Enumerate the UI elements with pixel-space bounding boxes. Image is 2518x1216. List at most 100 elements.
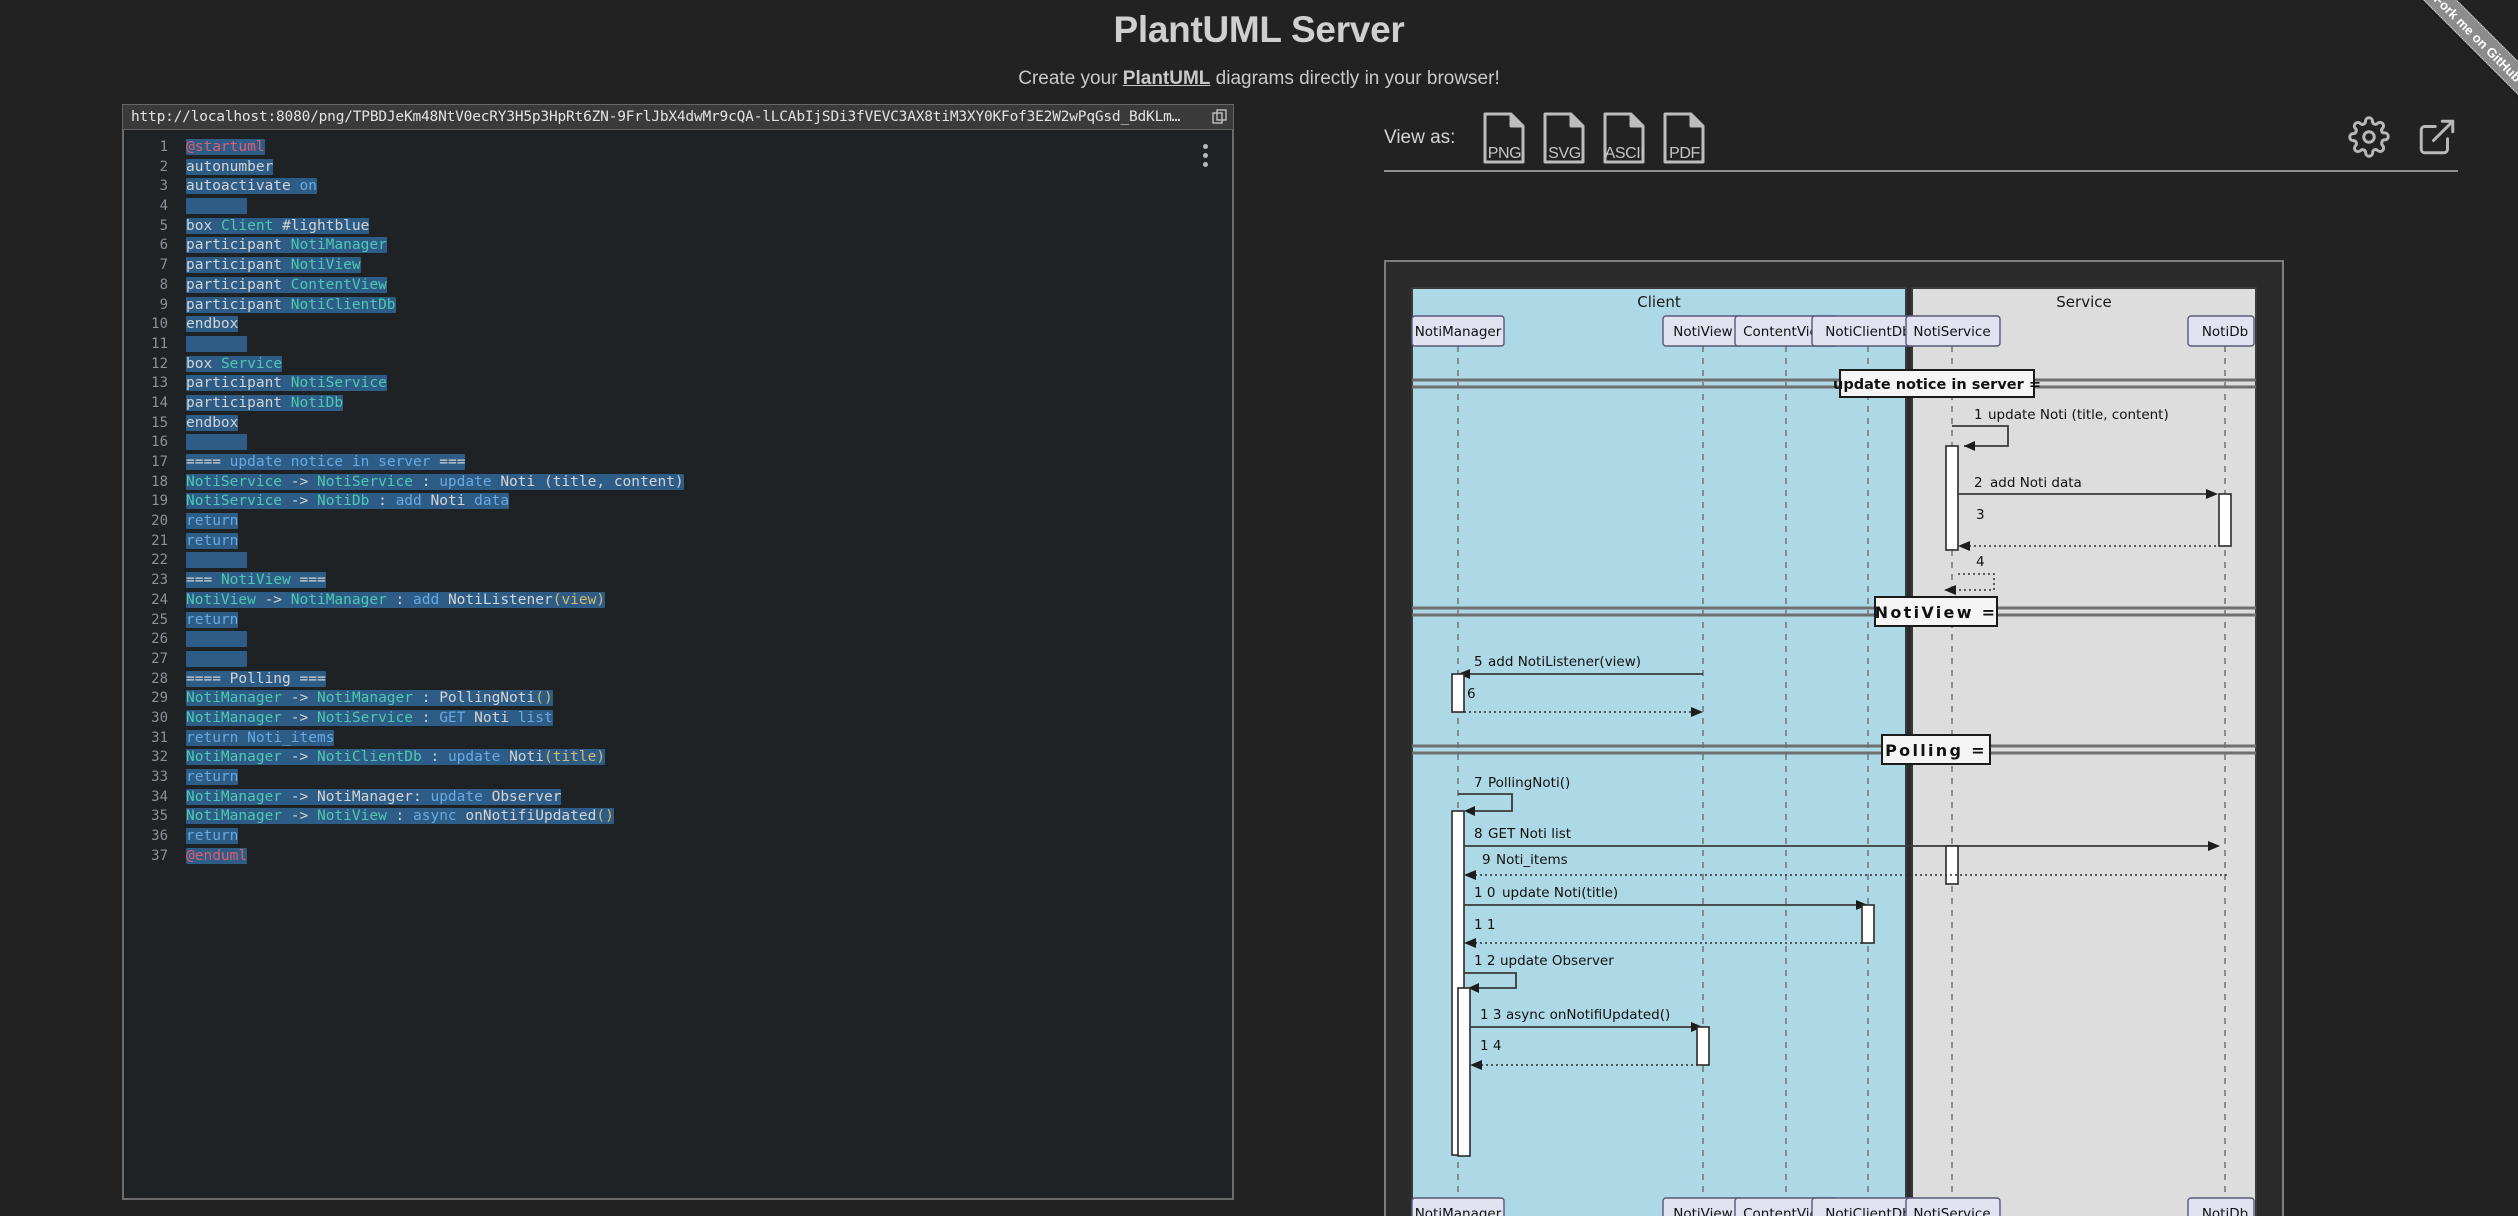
- gear-icon[interactable]: [2348, 116, 2390, 158]
- divider-polling: Polling =: [1412, 734, 2256, 765]
- message-num-3: 3: [1976, 507, 1985, 523]
- line-number: 1: [159, 139, 168, 155]
- line-number: 2: [159, 158, 168, 175]
- page-subtitle: Create your PlantUML diagrams directly i…: [0, 68, 2518, 90]
- code-line[interactable]: NotiManager -> NotiClientDb : update Not…: [186, 749, 606, 766]
- participant-foot-notidb[interactable]: [2187, 1197, 2255, 1216]
- code-line[interactable]: autonumber: [186, 158, 274, 175]
- code-text-area[interactable]: @startuml autonumber autoactivate on box C…: [178, 130, 1232, 1198]
- message-label-1: update Noti (title, content): [1988, 407, 2169, 423]
- participant-headers: NotiManager NotiView ContentView NotiCli…: [1411, 315, 2255, 347]
- fork-me-on-github-ribbon[interactable]: Fork me on GitHub: [2400, 0, 2518, 118]
- section-notiview: 5 add NotiListener(view) 6: [1451, 654, 1703, 717]
- code-line[interactable]: participant NotiView: [186, 257, 361, 274]
- page-header: PlantUML Server Create your PlantUML dia…: [0, 0, 2518, 118]
- code-line[interactable]: autoactivate on: [186, 178, 317, 195]
- code-line[interactable]: [186, 433, 1232, 453]
- participant-foot-label-notimanager: NotiManager: [1415, 1206, 1502, 1216]
- diagram-url-bar[interactable]: http://localhost:8080/png/TPBDJeKm48NtV0…: [122, 104, 1234, 130]
- code-line[interactable]: participant NotiClientDb: [186, 296, 396, 313]
- file-pdf-icon: [1663, 112, 1705, 164]
- activation-notiservice-1: [1945, 445, 1959, 551]
- line-number: 34: [151, 788, 168, 805]
- message-num-10: 1 0: [1474, 885, 1495, 901]
- format-button-png[interactable]: PNG: [1477, 110, 1531, 166]
- code-line[interactable]: @startuml: [186, 139, 265, 155]
- line-number: 20: [151, 513, 168, 530]
- participant-head-notiservice[interactable]: [1905, 315, 2001, 347]
- code-line[interactable]: NotiView -> NotiManager : add NotiListen…: [186, 591, 606, 608]
- line-number: 36: [151, 828, 168, 845]
- code-line[interactable]: NotiManager -> NotiService : GET Noti li…: [186, 709, 553, 726]
- code-line[interactable]: NotiManager -> NotiView : async onNotifi…: [186, 808, 614, 825]
- participant-head-notidb[interactable]: [2187, 315, 2255, 347]
- participant-footers: NotiManager NotiView ContentView NotiCli…: [1411, 1197, 2255, 1216]
- code-line[interactable]: [186, 551, 1232, 571]
- code-line[interactable]: [186, 630, 1232, 650]
- code-line[interactable]: return: [186, 611, 239, 628]
- divider-label-1: update notice in server =: [1833, 377, 2041, 393]
- code-line[interactable]: @enduml: [186, 847, 248, 864]
- code-line[interactable]: return Noti_items: [186, 729, 335, 746]
- divider-label-3: Polling =: [1885, 741, 1987, 760]
- message-num-9: 9: [1482, 852, 1491, 868]
- line-number: 26: [151, 631, 168, 648]
- participant-foot-label-notiview: NotiView: [1673, 1206, 1732, 1216]
- code-line[interactable]: NotiManager -> NotiManager : PollingNoti…: [186, 690, 553, 707]
- editor-pane: http://localhost:8080/png/TPBDJeKm48NtV0…: [122, 104, 1234, 1216]
- view-as-label: View as:: [1384, 127, 1456, 148]
- box-label-client: Client: [1637, 293, 1681, 311]
- code-line[interactable]: [186, 650, 1232, 670]
- kebab-menu-icon[interactable]: [1203, 144, 1208, 167]
- message-num-2: 2: [1974, 475, 1983, 491]
- code-line[interactable]: box Client #lightblue: [186, 217, 370, 234]
- code-line[interactable]: NotiService -> NotiDb : add Noti data: [186, 493, 510, 510]
- code-line[interactable]: ==== update notice in server ===: [186, 454, 466, 470]
- message-label-2: add Noti data: [1990, 475, 2082, 491]
- participant-head-label-noticlientdb: NotiClientDb: [1825, 324, 1910, 340]
- format-button-ascii[interactable]: ASCII: [1597, 110, 1651, 166]
- line-number: 35: [151, 808, 168, 825]
- code-line[interactable]: endbox: [186, 414, 239, 431]
- line-number: 27: [151, 650, 168, 667]
- code-line[interactable]: return: [186, 769, 239, 785]
- code-line[interactable]: [186, 335, 1232, 355]
- copy-icon[interactable]: [1211, 108, 1229, 126]
- code-line[interactable]: participant NotiService: [186, 375, 387, 392]
- code-line[interactable]: return: [186, 532, 239, 549]
- line-number: 19: [151, 493, 168, 510]
- code-line[interactable]: === NotiView ===: [186, 572, 326, 589]
- participant-head-notimanager[interactable]: [1411, 315, 1505, 347]
- participant-foot-notiservice[interactable]: [1905, 1197, 2001, 1216]
- message-num-7: 7: [1474, 775, 1483, 791]
- diagram-container: Client Service NotiManager: [1384, 260, 2284, 1216]
- activation-notiview-1: [1696, 1026, 1710, 1066]
- line-number: 6: [159, 237, 168, 254]
- box-label-service: Service: [2056, 293, 2111, 311]
- plantuml-link[interactable]: PlantUML: [1122, 68, 1211, 89]
- code-line[interactable]: participant ContentView: [186, 276, 387, 293]
- code-line[interactable]: return: [186, 513, 239, 530]
- participant-head-label-notiservice: NotiService: [1913, 324, 1990, 340]
- code-line[interactable]: participant NotiDb: [186, 394, 344, 411]
- external-link-icon[interactable]: [2416, 116, 2458, 158]
- format-button-pdf[interactable]: PDF: [1657, 110, 1711, 166]
- line-number: 31: [151, 729, 168, 746]
- message-num-14: 1 4: [1480, 1038, 1501, 1054]
- line-number: 18: [151, 473, 168, 490]
- code-line[interactable]: ==== Polling ===: [186, 670, 326, 687]
- code-line[interactable]: return: [186, 828, 239, 845]
- code-line[interactable]: box Service: [186, 355, 283, 372]
- line-number: 21: [151, 532, 168, 549]
- format-button-svg[interactable]: SVG: [1537, 110, 1591, 166]
- activation-notiservice-2: [1945, 845, 1959, 885]
- code-line[interactable]: NotiManager -> NotiManager: update Obser…: [186, 788, 562, 805]
- main-content: http://localhost:8080/png/TPBDJeKm48NtV0…: [0, 90, 2518, 1216]
- code-line[interactable]: endbox: [186, 316, 239, 333]
- code-line[interactable]: participant NotiManager: [186, 237, 387, 254]
- code-line[interactable]: [186, 197, 1232, 217]
- participant-foot-notimanager[interactable]: [1411, 1197, 1505, 1216]
- code-line[interactable]: NotiService -> NotiService : update Noti…: [186, 473, 684, 490]
- uml-sequence-diagram: Client Service NotiManager: [1398, 274, 2270, 1216]
